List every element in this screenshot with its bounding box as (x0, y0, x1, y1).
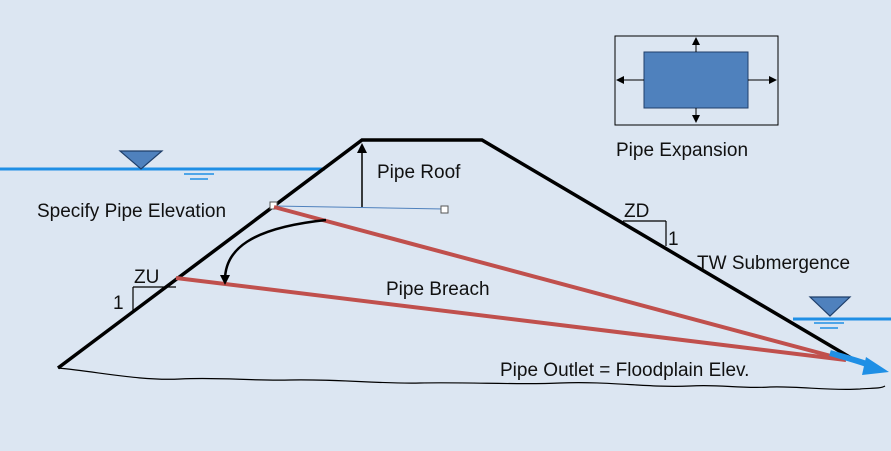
zu-slope-indicator (132, 286, 176, 312)
tw-submergence-label: TW Submergence (697, 253, 850, 274)
pipe-roof-label: Pipe Roof (377, 162, 461, 183)
guide-handle-left[interactable] (269, 201, 278, 210)
zd-slope-label: 1 (668, 229, 679, 250)
pipe-cross-section (643, 51, 749, 109)
pipe-outlet-label: Pipe Outlet = Floodplain Elev. (500, 360, 749, 381)
levee-embankment (56, 138, 859, 370)
expansion-frame (614, 35, 779, 126)
specify-pipe-elevation-label: Specify Pipe Elevation (37, 201, 226, 222)
lower-breach-line (175, 276, 847, 362)
outlet-arrowhead-icon (862, 357, 889, 375)
pipe-lowering-arrow (220, 218, 327, 285)
four-way-arrow-icon (616, 37, 777, 123)
floodplain-ground (57, 367, 886, 391)
guide-handle-right[interactable] (440, 205, 449, 214)
zu-label: ZU (134, 267, 159, 288)
zd-slope-indicator (623, 220, 667, 246)
pipe-expansion-inset (614, 35, 779, 126)
tailwater-marker-icon (808, 296, 852, 329)
zd-label: ZD (624, 201, 649, 222)
pipe-expansion-label: Pipe Expansion (616, 140, 748, 161)
upper-breach-line (273, 205, 847, 362)
pipe-elevation-guide (273, 205, 445, 210)
zu-slope-label: 1 (113, 293, 124, 314)
headwater-marker-icon (118, 150, 214, 180)
pipe-breach-label: Pipe Breach (386, 279, 490, 300)
